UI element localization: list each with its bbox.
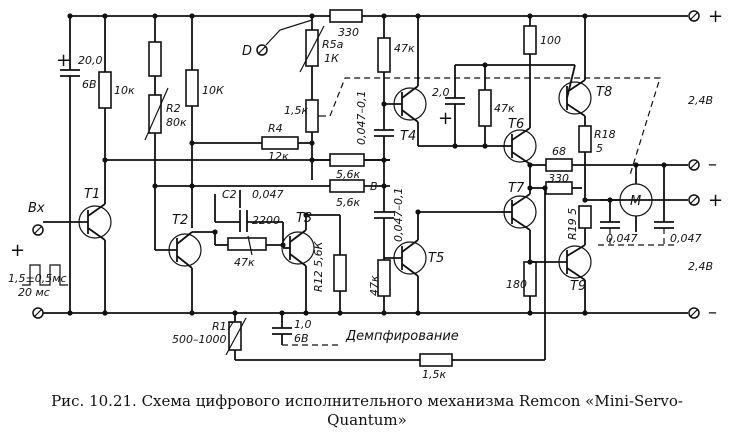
label-c20-plus: + — [56, 50, 71, 71]
junction-dots — [67, 13, 667, 316]
label-r17: R17 — [212, 320, 234, 333]
label-r180: 180 — [506, 278, 527, 291]
label-pulse-1: 1,5±0,5мс — [8, 272, 67, 285]
label-plus-mid: + — [708, 190, 723, 211]
terminals — [32, 10, 700, 319]
label-r56k-2: 5,6к — [336, 196, 360, 209]
label-r330-2: 330 — [548, 172, 569, 185]
label-r12: R12 5,6К — [312, 240, 325, 292]
label-c20: 20,0 — [78, 54, 103, 67]
label-r10k-2: 10К — [202, 84, 225, 97]
component-labels: 330 D R5a 1К 47к 100 + 20,0 6В + 10к R2 … — [8, 6, 723, 381]
driver-stage — [374, 16, 500, 313]
label-node-b: В — [370, 180, 378, 193]
label-t8: Т8 — [596, 85, 612, 100]
label-c10-voltage: 6В — [294, 332, 309, 345]
label-t6: Т6 — [508, 117, 524, 132]
label-r17-value: 500–1000 — [172, 333, 227, 346]
caption-line-1: Рис. 10.21. Схема цифрового исполнительн… — [51, 392, 683, 410]
label-t2: Т2 — [172, 213, 188, 228]
label-r18: R18 — [594, 128, 616, 141]
label-r10k-1: 10к — [114, 84, 135, 97]
label-r56k-1: 5,6к — [336, 168, 360, 181]
label-motor: М — [630, 194, 641, 209]
label-c20-voltage: 6В — [82, 78, 97, 91]
label-v24-bot: 2,4В — [688, 260, 713, 273]
label-c20-2: 2,0 — [432, 86, 450, 99]
label-t1: Т1 — [84, 187, 100, 202]
label-r18-value: 5 — [596, 142, 603, 155]
label-minus-1: – — [708, 154, 717, 175]
label-r2: R2 — [166, 102, 181, 115]
label-r68: 68 — [552, 145, 566, 158]
label-t5: Т5 — [428, 251, 444, 266]
label-c10: 1,0 — [294, 318, 312, 331]
label-r195: R19 5 — [566, 208, 579, 240]
label-c0047-v2: 0,047–0,1 — [392, 188, 405, 242]
label-pulse-plus: + — [10, 240, 25, 261]
label-t3: Т3 — [296, 211, 312, 226]
label-r47k-3: 47к — [368, 275, 381, 296]
label-t4: Т4 — [400, 129, 416, 144]
label-r100: 100 — [540, 34, 561, 47]
label-c2200: 2200 — [252, 214, 280, 227]
label-r15k-b: 1,5к — [422, 368, 446, 381]
input-stage — [22, 16, 390, 313]
label-r330-top: 330 — [338, 26, 359, 39]
label-bx: Вх — [28, 201, 45, 216]
label-r47k-1: 47к — [394, 42, 415, 55]
label-damping: Демпфирование — [345, 329, 459, 344]
caption-line-2: Quantum» — [327, 411, 407, 429]
label-c0047-m2: 0,047 — [670, 232, 702, 245]
label-r4: R4 — [268, 122, 283, 135]
label-t9: Т9 — [570, 279, 586, 294]
figure-caption: Рис. 10.21. Схема цифрового исполнительн… — [0, 392, 734, 430]
label-pulse-2: 20 мс — [18, 286, 50, 299]
label-r5a-value: 1К — [324, 52, 340, 65]
supply-rails — [42, 15, 688, 314]
label-r12k: 12к — [268, 150, 289, 163]
damping-network — [225, 188, 546, 367]
circuit-schematic: 330 D R5a 1К 47к 100 + 20,0 6В + 10к R2 … — [8, 6, 723, 381]
label-c0047: 0,047 — [252, 188, 284, 201]
label-r2-value: 80к — [166, 116, 187, 129]
label-v24-top: 2,4В — [688, 94, 713, 107]
label-c2: С2 — [222, 188, 237, 201]
label-d: D — [242, 44, 252, 59]
label-c0047-m1: 0,047 — [606, 232, 638, 245]
label-minus-2: – — [708, 302, 717, 323]
label-r47k-2: 47к — [494, 102, 515, 115]
label-r47k-t3: 47к — [234, 256, 255, 269]
label-plus-top: + — [708, 6, 723, 27]
label-c20-2-plus: + — [438, 108, 453, 129]
label-c0047-v1: 0,047–0,1 — [355, 91, 368, 145]
pulse-stretcher — [144, 16, 347, 313]
label-t7: Т7 — [508, 181, 525, 196]
label-r5a: R5a — [322, 38, 344, 51]
label-r15k: 1,5к — [284, 104, 308, 117]
